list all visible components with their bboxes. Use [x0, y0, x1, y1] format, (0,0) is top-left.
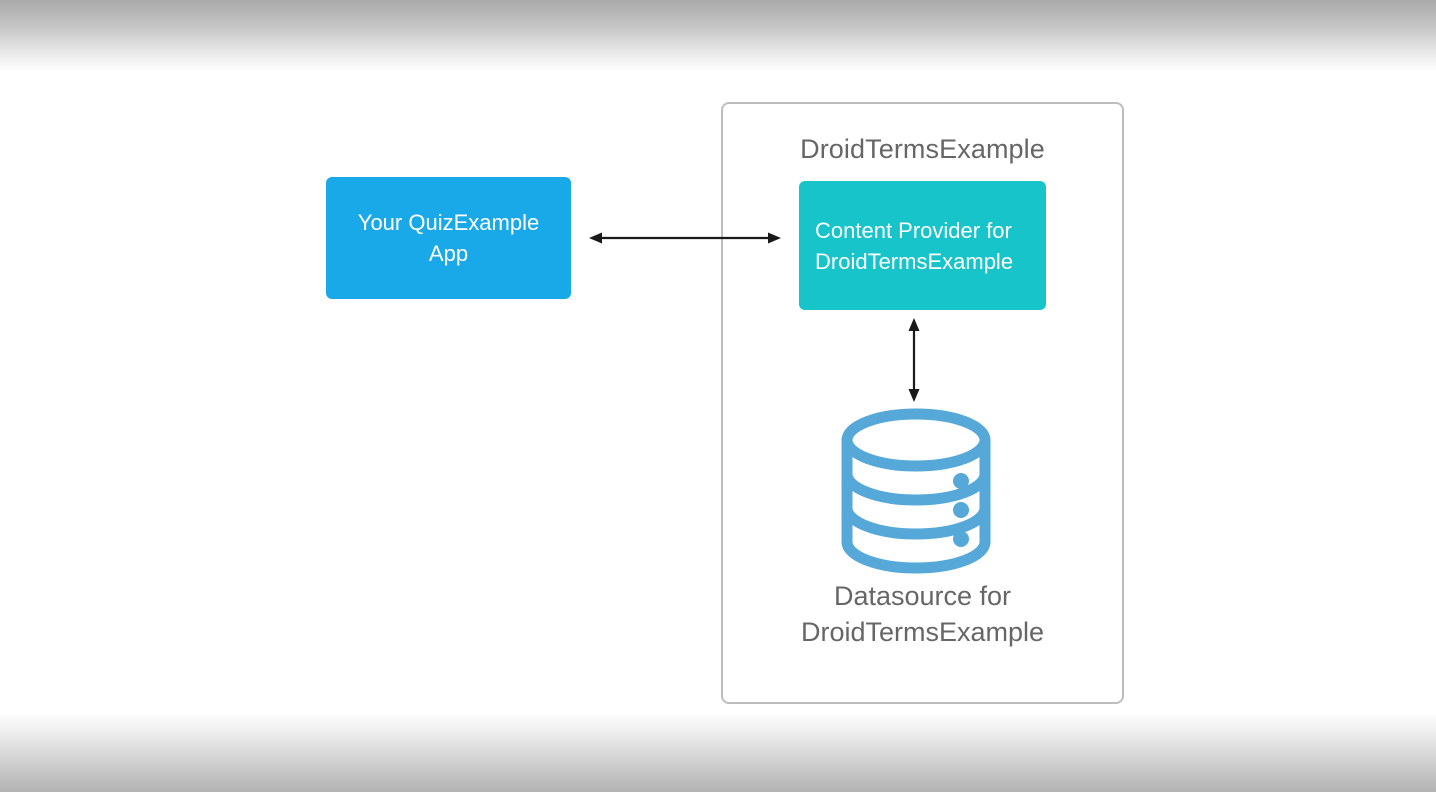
- arrowhead-up-icon: [908, 318, 920, 331]
- database-indicator-dot-icon: [953, 502, 969, 518]
- player-top-gradient: [0, 0, 1436, 72]
- user-avatar-icon[interactable]: [1331, 0, 1357, 12]
- quizexample-app-box[interactable]: Your QuizExample App: [326, 177, 571, 299]
- provider-to-datasource-arrow: [908, 318, 920, 402]
- content-provider-box[interactable]: Content Provider for DroidTermsExample: [799, 181, 1046, 310]
- datasource-caption: Datasource for DroidTermsExample: [721, 578, 1124, 650]
- app-to-provider-arrow: [589, 232, 781, 244]
- content-provider-label: Content Provider for DroidTermsExample: [815, 215, 1013, 277]
- arrowhead-right-icon: [768, 232, 781, 244]
- database-cylinder-icon: [841, 408, 991, 574]
- player-chrome-mark-icon: [1398, 0, 1411, 6]
- droidtermsexample-group-box: [721, 102, 1124, 704]
- arrowhead-down-icon: [908, 389, 920, 402]
- content-provider-label-line1: Content Provider for: [815, 217, 1012, 243]
- quizexample-app-label: Your QuizExample App: [357, 210, 540, 266]
- database-indicator-dot-icon: [953, 531, 969, 547]
- datasource-caption-line1: Datasource for: [833, 581, 1012, 611]
- group-title: DroidTermsExample: [800, 134, 1045, 164]
- database-indicator-dot-icon: [953, 473, 969, 489]
- player-bottom-gradient: [0, 712, 1436, 792]
- datasource-caption-line2: DroidTermsExample: [800, 617, 1045, 647]
- content-provider-label-line2: DroidTermsExample: [815, 248, 1014, 274]
- arrowhead-left-icon: [589, 232, 602, 244]
- player-chrome-mark-icon: [1380, 0, 1393, 6]
